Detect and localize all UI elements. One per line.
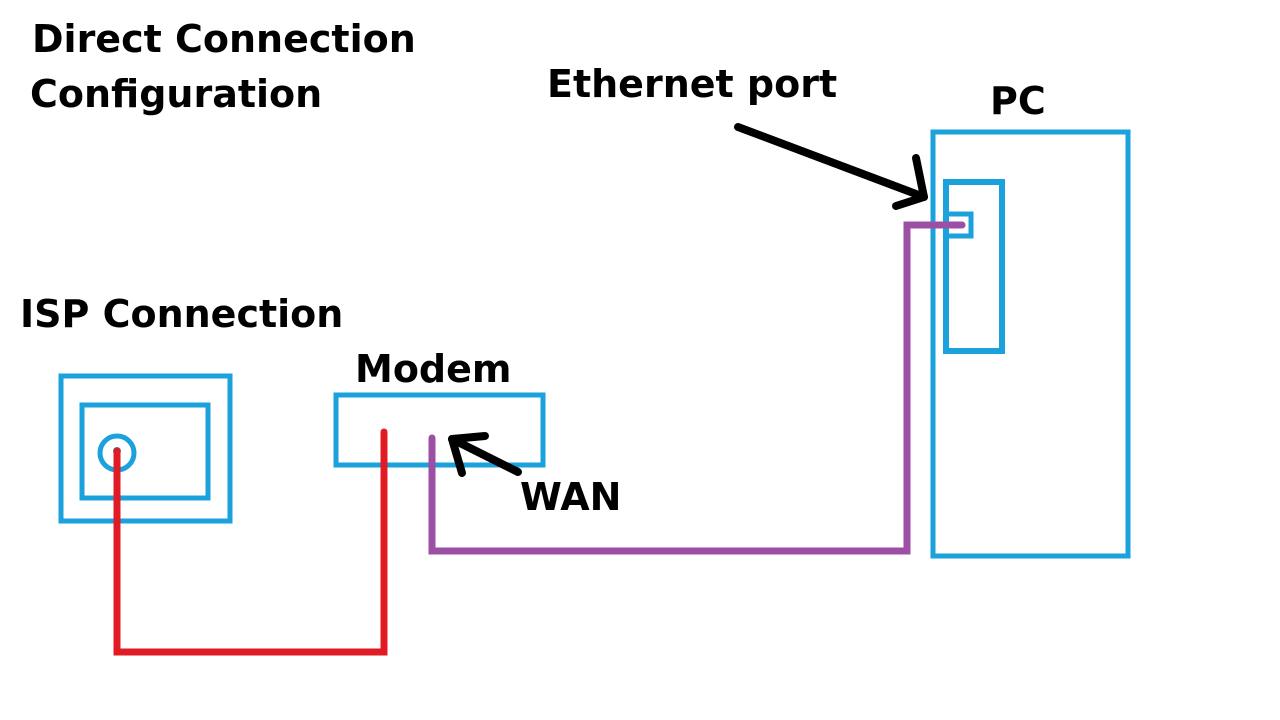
ethernet-port-pointer-arrow [734,123,928,210]
ethernet-cable [428,221,966,555]
title-line-1: Direct Connection [32,17,416,61]
wan-label: WAN [520,475,621,519]
isp-connection-label: ISP Connection [20,292,343,336]
pc-label: PC [990,79,1046,123]
modem-box [333,392,546,468]
isp-wall-outlet [58,373,233,524]
isp-outlet-inner-plate [79,402,211,501]
modem-label: Modem [355,347,512,391]
ethernet-port-label: Ethernet port [547,62,837,106]
wan-pointer-arrow [448,432,522,477]
pc-case [930,129,1131,559]
title-line-2: Configuration [30,72,322,116]
pc-io-panel [943,179,1005,354]
isp-outlet-outer-frame [58,373,233,524]
isp-cable [113,428,388,656]
pc-tower [930,129,1131,559]
